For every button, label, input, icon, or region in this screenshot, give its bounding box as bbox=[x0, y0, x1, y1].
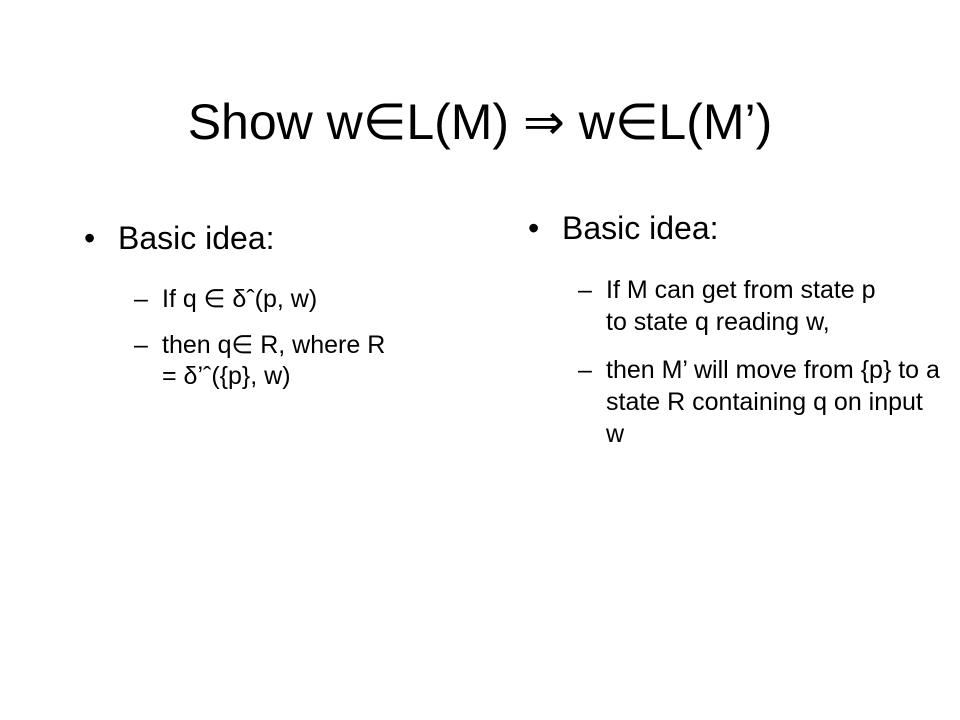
left-heading: Basic idea: bbox=[118, 220, 275, 256]
left-sub-item-text: then q∈ R, where R = δ’ˆ({p}, w) bbox=[162, 331, 386, 390]
right-bullet: • Basic idea: bbox=[528, 208, 948, 248]
right-sub-item: – If M can get from state p to state q r… bbox=[528, 274, 948, 338]
right-sub-list: – If M can get from state p to state q r… bbox=[528, 274, 948, 450]
right-sub-item: – then M’ will move from {p} to a state … bbox=[528, 354, 948, 450]
bullet-mark: • bbox=[528, 210, 540, 246]
left-sub-list: – If q ∈ δˆ(p, w) – then q∈ R, where R =… bbox=[84, 284, 464, 392]
left-sub-item-text: If q ∈ δˆ(p, w) bbox=[162, 285, 318, 313]
left-column: • Basic idea: – If q ∈ δˆ(p, w) – then q… bbox=[84, 218, 464, 407]
dash-mark: – bbox=[134, 285, 148, 313]
right-sub-item-text: If M can get from state p to state q rea… bbox=[606, 276, 876, 336]
right-heading: Basic idea: bbox=[562, 210, 719, 246]
left-sub-item: – then q∈ R, where R = δ’ˆ({p}, w) bbox=[84, 330, 464, 392]
dash-mark: – bbox=[578, 356, 592, 384]
left-bullet: • Basic idea: bbox=[84, 218, 464, 258]
left-sub-item: – If q ∈ δˆ(p, w) bbox=[84, 284, 464, 315]
right-column: • Basic idea: – If M can get from state … bbox=[528, 208, 948, 466]
dash-mark: – bbox=[578, 276, 592, 304]
bullet-mark: • bbox=[84, 220, 96, 256]
dash-mark: – bbox=[134, 331, 148, 359]
slide-title: Show w∈L(M) ⇒ w∈L(M’) bbox=[187, 94, 773, 150]
right-sub-item-text: then M’ will move from {p} to a state R … bbox=[606, 356, 940, 448]
